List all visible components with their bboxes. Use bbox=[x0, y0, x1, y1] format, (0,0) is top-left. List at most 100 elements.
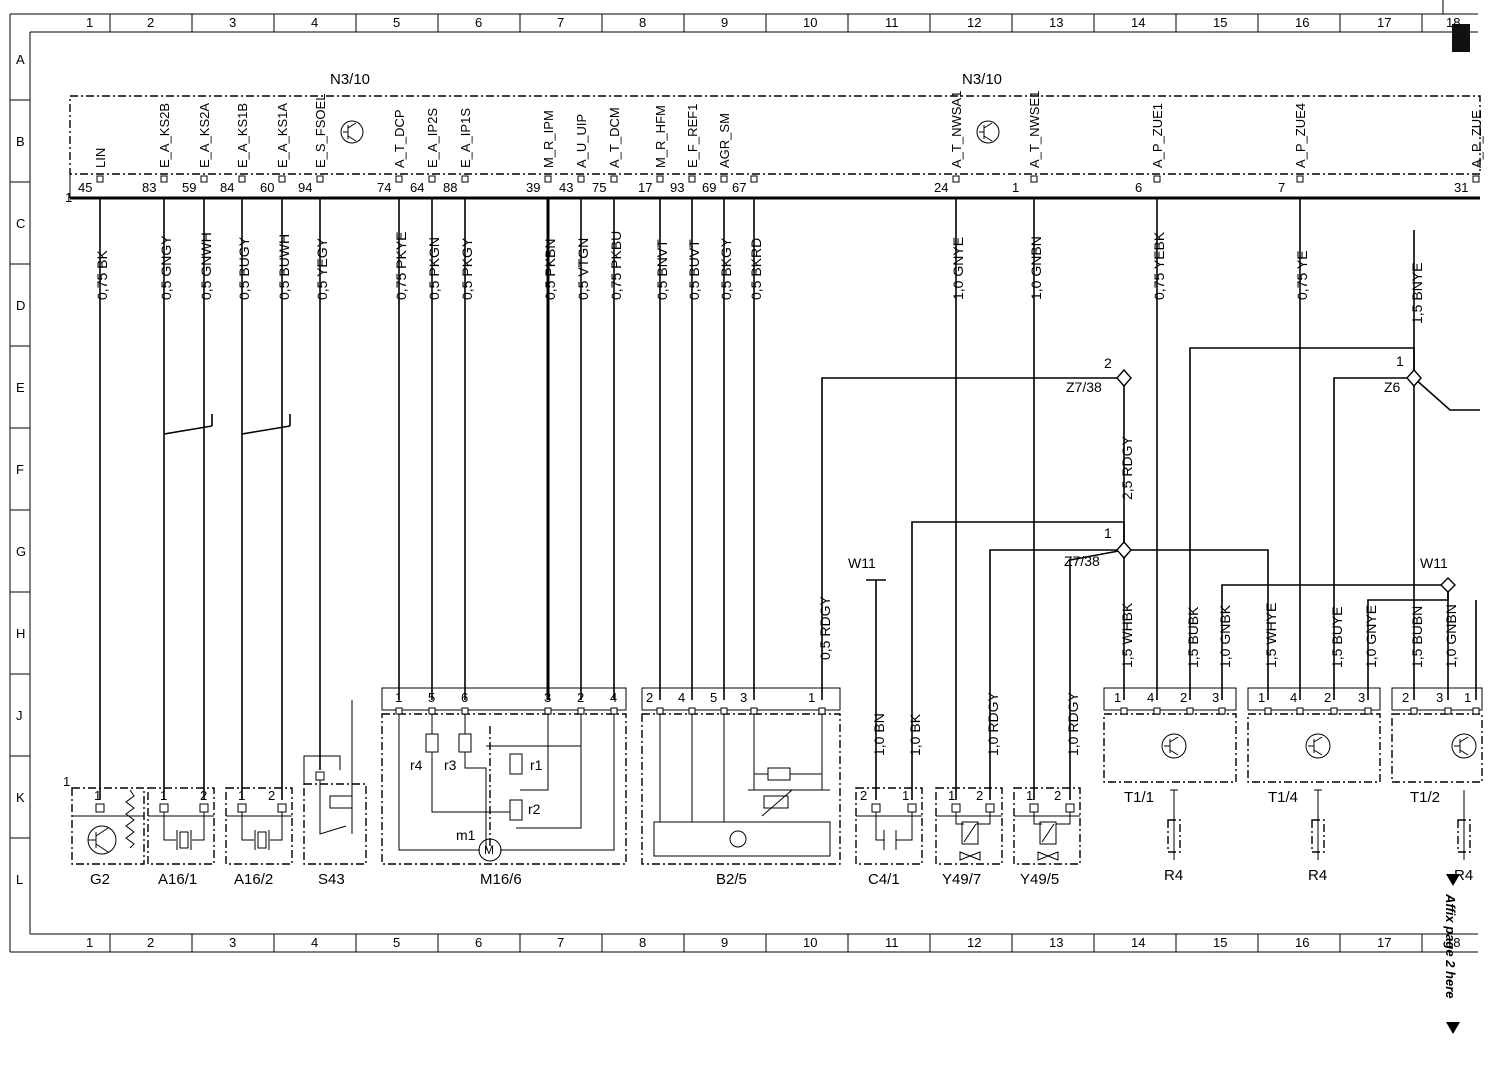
grid-frame bbox=[9, 0, 1478, 953]
grid-row-label: K bbox=[16, 790, 25, 805]
pin-marker bbox=[952, 175, 960, 183]
wire-label: 0,5 GNWH bbox=[198, 232, 214, 300]
wire-label: 0,5 PKGN bbox=[426, 237, 442, 300]
z6-feed-label: 1,5 BNYE bbox=[1409, 263, 1425, 324]
a162-pin2: 2 bbox=[268, 788, 275, 803]
pin-marker bbox=[1153, 707, 1161, 715]
pin-marker bbox=[544, 175, 552, 183]
pin-marker bbox=[1472, 175, 1480, 183]
affix-note: Affix page 2 here bbox=[1443, 893, 1458, 999]
pin-signal-label: AGR_SM bbox=[717, 113, 732, 168]
spark-plug-icon bbox=[1457, 819, 1471, 853]
grid-column-label: 16 bbox=[1295, 15, 1309, 30]
coil-pin-number: 4 bbox=[1147, 690, 1154, 705]
pin-number: 24 bbox=[934, 180, 948, 195]
w11-right-label: W11 bbox=[1420, 555, 1448, 571]
splice-labels: 2 Z7/38 1 Z7/38 1 Z6 W11 W11 bbox=[848, 353, 1448, 571]
pin-marker bbox=[610, 175, 618, 183]
grid-column-labels: 1122334455667788991010111112121313141415… bbox=[86, 14, 1460, 952]
pin-number: 83 bbox=[142, 180, 156, 195]
t11-label: T1/1 bbox=[1124, 789, 1154, 806]
m166-r1: r1 bbox=[530, 757, 543, 773]
grid-column-label: 2 bbox=[147, 15, 154, 30]
y495-label: Y49/5 bbox=[1020, 871, 1059, 888]
z6-pin: 1 bbox=[1396, 353, 1404, 369]
coil-pin-number: 1 bbox=[1464, 690, 1471, 705]
pin-number: 67 bbox=[732, 180, 746, 195]
coil-pin-number: 2 bbox=[1402, 690, 1409, 705]
grid-column-label: 8 bbox=[639, 935, 646, 950]
coil-pin-number: 1 bbox=[1258, 690, 1265, 705]
wire-label: 0,75 YE bbox=[1294, 250, 1310, 300]
grid-column-label: 6 bbox=[475, 15, 482, 30]
pin-marker bbox=[395, 707, 403, 715]
component-t1-4: T1/4 R4 bbox=[1247, 687, 1381, 884]
t14-whye-label: 1,5 WHYE bbox=[1263, 603, 1279, 668]
t14-buye-label: 1,5 BUYE bbox=[1329, 607, 1345, 668]
pin-marker bbox=[1218, 707, 1226, 715]
grid-column-label: 9 bbox=[721, 15, 728, 30]
grid-column-label: 13 bbox=[1049, 15, 1063, 30]
spark-plug-icon bbox=[1311, 819, 1325, 853]
transistor-icon bbox=[1305, 733, 1331, 759]
pin-signal-label: E_A_IP2S bbox=[425, 108, 440, 168]
pin-marker bbox=[818, 707, 826, 715]
pin-signal-label: A_T_NWSA1 bbox=[949, 91, 964, 168]
component-s43: S43 bbox=[303, 700, 367, 888]
valve-icon bbox=[959, 851, 981, 861]
m166-pin-number: 1 bbox=[395, 690, 402, 705]
pin-marker bbox=[688, 175, 696, 183]
component-m16-6: M r4 r3 r1 r2 m1 M16/6 bbox=[381, 687, 627, 888]
pin-marker bbox=[238, 175, 246, 183]
pin-marker bbox=[428, 175, 436, 183]
grid-column-label: 15 bbox=[1213, 15, 1227, 30]
pin-marker bbox=[428, 707, 436, 715]
b25-pin-number: 1 bbox=[808, 690, 815, 705]
m166-m1: m1 bbox=[456, 827, 476, 843]
pin-signal-label: A_P_ZUE1 bbox=[1150, 103, 1165, 168]
pin-signal-label: E_A_KS2A bbox=[197, 103, 212, 168]
m166-pin-number: 2 bbox=[577, 690, 584, 705]
grid-row-label: J bbox=[16, 708, 23, 723]
pin-marker bbox=[656, 175, 664, 183]
grid-column-label: 18 bbox=[1446, 15, 1460, 30]
wire-label: 0,75 PKBU bbox=[608, 231, 624, 300]
b25-label: B2/5 bbox=[716, 871, 747, 888]
grid-column-label: 14 bbox=[1131, 935, 1145, 950]
g2-label: G2 bbox=[90, 871, 110, 888]
splice-z6 bbox=[1406, 368, 1422, 388]
pin-marker bbox=[610, 707, 618, 715]
wire-label: 0,5 VTGN bbox=[575, 238, 591, 300]
pin-marker bbox=[278, 175, 286, 183]
grid-column-label: 1 bbox=[86, 15, 93, 30]
wire-label: 0,5 BUGY bbox=[236, 236, 252, 300]
grid-column-label: 5 bbox=[393, 15, 400, 30]
pin-number: 7 bbox=[1278, 180, 1285, 195]
m166-r4: r4 bbox=[410, 757, 423, 773]
y495-label: 1,0 RDGY bbox=[1065, 692, 1081, 756]
t12-r4-label: R4 bbox=[1454, 867, 1473, 884]
a161-label: A16/1 bbox=[158, 871, 197, 888]
crystal-icon bbox=[257, 831, 267, 849]
pin-number: 75 bbox=[592, 180, 606, 195]
pin-marker bbox=[1296, 175, 1304, 183]
s43-label: S43 bbox=[318, 871, 345, 888]
pin-signal-label: E_A_KS1B bbox=[235, 103, 250, 168]
grid-column-label: 16 bbox=[1295, 935, 1309, 950]
grid-row-label: H bbox=[16, 626, 25, 641]
arrow-down-icon bbox=[1446, 874, 1460, 886]
pin-signal-label: LIN bbox=[93, 148, 108, 168]
pin-signal-label: A_T_NWSE1 bbox=[1027, 91, 1042, 168]
wire-label: 0,5 PKGY bbox=[459, 237, 475, 300]
grid-column-label: 4 bbox=[311, 15, 318, 30]
pin-marker bbox=[750, 707, 758, 715]
n3-10-label-right: N3/10 bbox=[962, 71, 1002, 88]
motor-icon bbox=[478, 838, 502, 862]
pin-marker bbox=[750, 175, 758, 183]
pin-marker bbox=[1186, 707, 1194, 715]
solenoid-icon bbox=[1039, 821, 1057, 845]
